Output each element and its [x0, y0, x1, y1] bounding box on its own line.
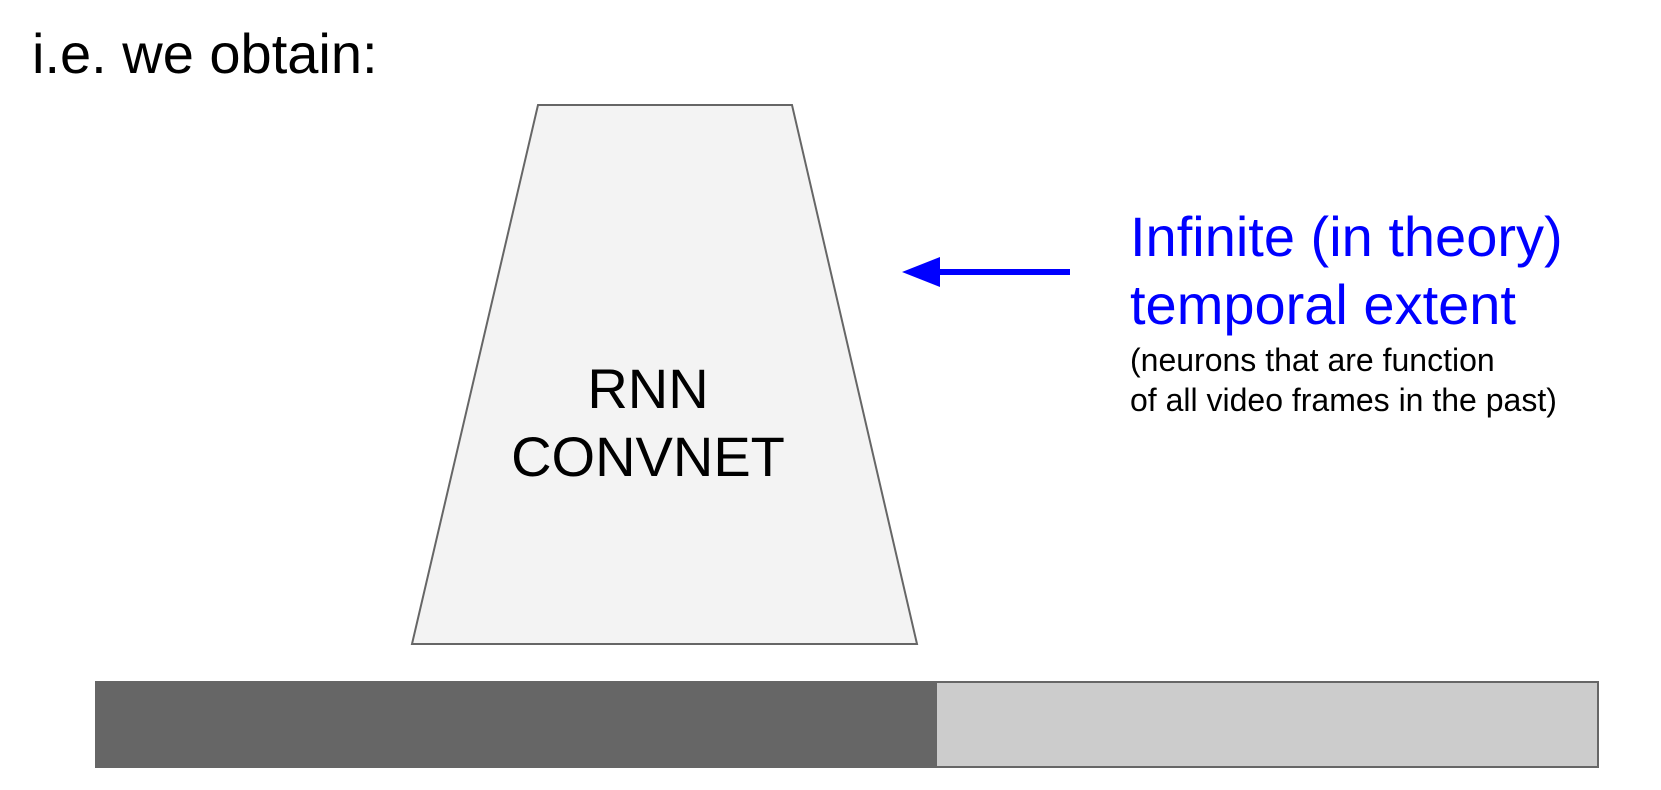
- arrow-left-icon: [902, 257, 1070, 287]
- timeline-border: [95, 681, 1599, 768]
- temporal-extent-title-line2: temporal extent: [1130, 273, 1516, 336]
- temporal-extent-note-line2: of all video frames in the past): [1130, 382, 1557, 418]
- video-timeline: [95, 681, 1599, 768]
- temporal-extent-title-line1: Infinite (in theory): [1130, 205, 1563, 268]
- network-label-rnn: RNN: [587, 357, 709, 420]
- network-label-convnet: CONVNET: [511, 425, 785, 488]
- timeline-future-segment: [937, 682, 1598, 767]
- timeline-past-segment: [96, 682, 937, 767]
- network-label: RNN CONVNET: [480, 355, 816, 491]
- convnet-trapezoid: [410, 104, 919, 645]
- temporal-extent-title: Infinite (in theory) temporal extent: [1130, 203, 1563, 339]
- temporal-extent-note-line1: (neurons that are function: [1130, 342, 1495, 378]
- temporal-extent-note: (neurons that are function of all video …: [1130, 340, 1557, 420]
- page-heading: i.e. we obtain:: [32, 22, 378, 85]
